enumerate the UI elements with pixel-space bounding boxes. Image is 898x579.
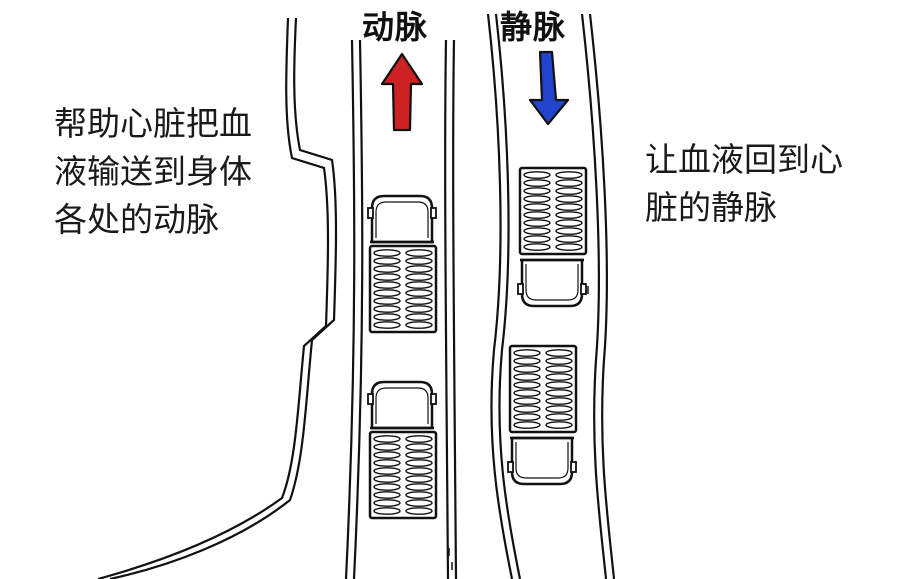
artery-title: 动脉 xyxy=(362,8,429,46)
vein-road xyxy=(486,13,616,579)
up-arrow-icon xyxy=(380,52,424,132)
vein-description: 让血液回到心脏的静脉 xyxy=(645,140,843,227)
vein-truck-1 xyxy=(516,166,588,308)
artery-truck-2 xyxy=(366,380,438,520)
artery-road xyxy=(344,39,458,579)
vein-title: 静脉 xyxy=(500,8,567,46)
artery-truck-1 xyxy=(366,194,438,334)
down-arrow-icon xyxy=(528,50,570,126)
roadside-wall xyxy=(97,17,338,579)
vein-truck-2 xyxy=(506,344,578,486)
artery-description: 帮助心脏把血液输送到身体各处的动脉 xyxy=(54,104,252,239)
road-markings xyxy=(448,286,589,570)
